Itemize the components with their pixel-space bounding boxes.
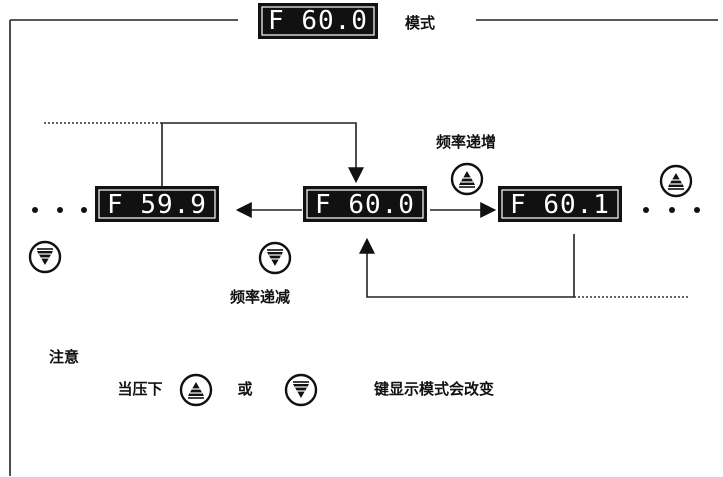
decrease-label: 频率递减	[230, 288, 290, 306]
note-suffix: 键显示模式会改变	[373, 380, 494, 398]
note-title: 注意	[49, 348, 79, 366]
down-key-icon	[28, 240, 62, 274]
down-key-icon	[258, 241, 292, 275]
center-display-value: F 60.0	[315, 190, 415, 220]
up-key-icon	[450, 162, 484, 196]
left-display-value: F 59.9	[107, 190, 207, 220]
bottom-loop	[359, 234, 690, 298]
header-display: F 60.0	[258, 3, 378, 39]
right-display: F 60.1	[498, 186, 622, 222]
header-display-value: F 60.0	[268, 6, 368, 36]
increase-label: 频率递增	[436, 133, 496, 151]
right-display-value: F 60.1	[510, 190, 610, 220]
right-ellipsis	[643, 207, 700, 213]
left-display: F 59.9	[95, 186, 219, 222]
note-or: 或	[237, 380, 252, 398]
up-key-icon	[179, 373, 213, 407]
note-prefix: 当压下	[117, 380, 162, 398]
outer-frame	[9, 19, 718, 476]
center-display: F 60.0	[303, 186, 427, 222]
down-key-icon	[284, 373, 318, 407]
up-key-icon	[659, 164, 693, 198]
top-loop	[44, 122, 364, 186]
mode-label: 模式	[405, 14, 435, 32]
left-ellipsis	[32, 207, 87, 213]
